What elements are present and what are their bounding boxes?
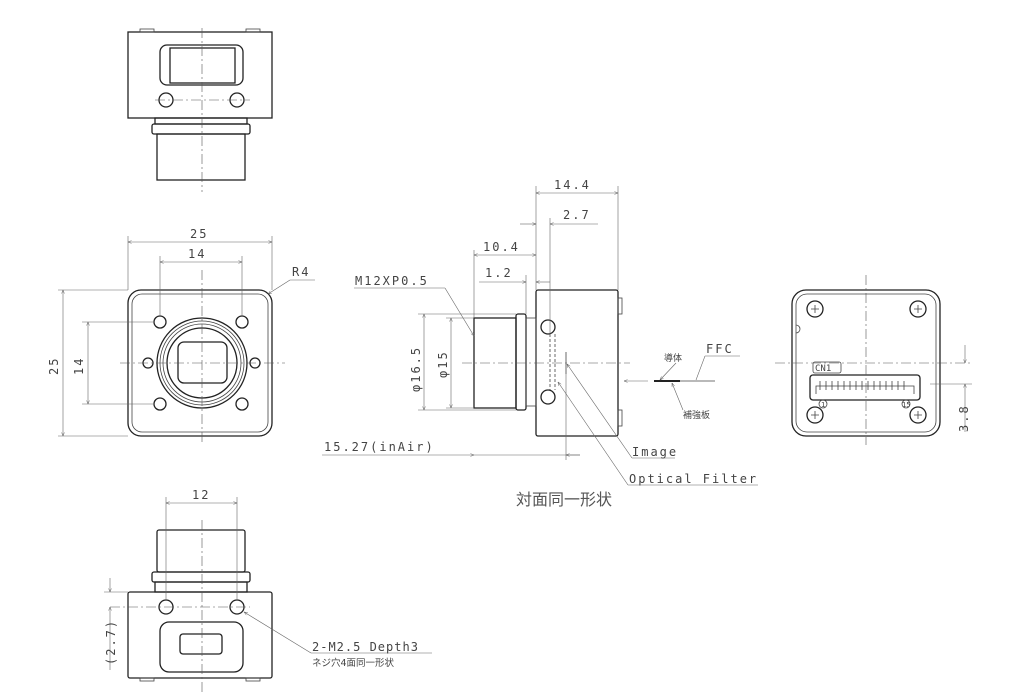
- dim-bottom-hole-pitch: 12: [192, 488, 210, 502]
- dim-side-image-plane: 2.7: [563, 208, 591, 222]
- back-view: CN1 1 15 3.8: [775, 275, 972, 445]
- stiffener-label: 補強板: [683, 409, 710, 421]
- dim-dia-inner: φ15: [436, 350, 450, 378]
- dim-corner-radius: R4: [292, 265, 310, 279]
- ffc-label: FFC: [706, 342, 734, 356]
- dim-dia-outer: φ16.5: [409, 346, 423, 392]
- dim-flange-back: 15.27(inAir): [324, 440, 435, 454]
- top-view: [127, 28, 273, 192]
- dim-front-width: 25: [190, 227, 208, 241]
- side-view: 14.4 2.7 10.4 1.2 M12XP0.5 φ16.5 φ15 15.…: [322, 178, 758, 509]
- dim-side-lens-length: 10.4: [483, 240, 520, 254]
- pin-last-label: 15: [902, 401, 910, 409]
- dim-bottom-hole-offset: (2.7): [104, 619, 118, 665]
- dim-side-overall: 14.4: [554, 178, 591, 192]
- pin-first-label: 1: [821, 401, 825, 409]
- dim-front-height: 25: [47, 357, 61, 375]
- bottom-view: 12 (2.7) 2-M2.5 Depth3 ネジ穴4面同一形状: [104, 488, 432, 695]
- same-shape-note: 対面同一形状: [516, 490, 612, 509]
- dim-connector-offset: 3.8: [957, 404, 971, 432]
- dim-front-hole-pitch-h: 14: [188, 247, 206, 261]
- screw-holes-note: ネジ穴4面同一形状: [312, 657, 395, 669]
- screw-icons: [806, 300, 927, 424]
- dim-side-flange: 1.2: [485, 266, 513, 280]
- image-label: Image: [632, 445, 678, 459]
- conductor-label: 導体: [664, 352, 682, 364]
- front-view: 25 14 R4 25 14: [47, 227, 315, 445]
- optical-filter-label: Optical Filter: [629, 472, 758, 486]
- dim-front-hole-pitch-v: 14: [72, 357, 86, 375]
- screw-holes-label: 2-M2.5 Depth3: [312, 640, 419, 654]
- connector-label: CN1: [815, 364, 831, 374]
- thread-label: M12XP0.5: [355, 274, 429, 288]
